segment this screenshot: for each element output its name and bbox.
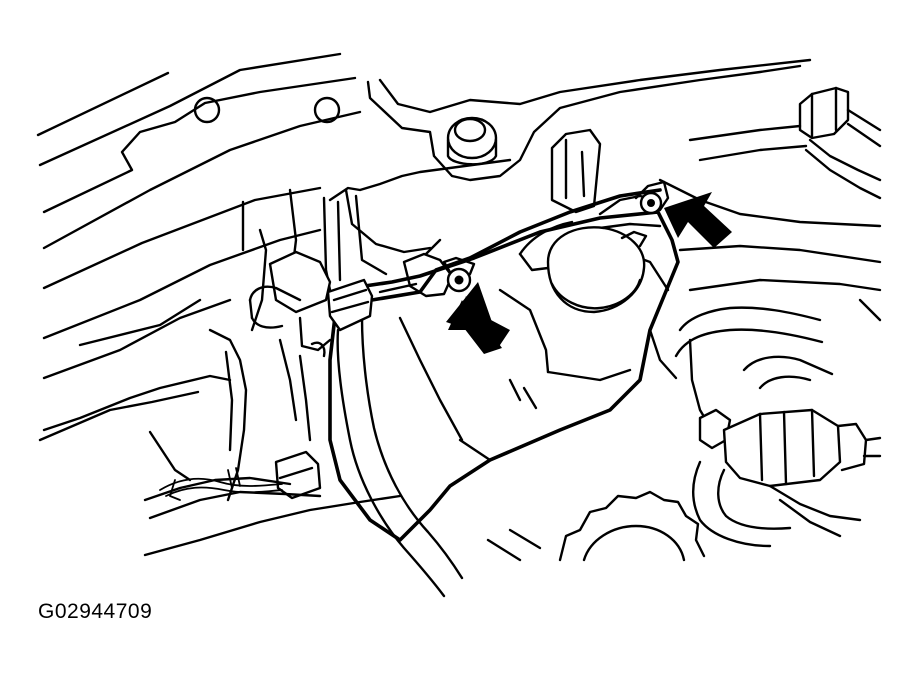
lower-left-structure (143, 430, 402, 557)
right-tubes (648, 306, 882, 548)
bolt-front-left (442, 256, 476, 293)
left-inner-panel (38, 188, 298, 502)
figure-code-label: G02944709 (38, 600, 153, 623)
body-panel-lines (36, 52, 362, 380)
upper-bracket (366, 58, 812, 214)
hose-joint (248, 250, 332, 442)
right-body-lines (678, 244, 882, 322)
left-hose (326, 278, 464, 598)
filler-cap (518, 220, 648, 314)
arrow-up-left-icon (446, 282, 510, 354)
arrow-down-left-icon (664, 192, 732, 248)
bolt-rear-right (634, 180, 670, 215)
mounting-bolts (442, 180, 670, 293)
lower-cap (486, 490, 706, 562)
upper-right-clip (658, 86, 882, 228)
reservoir-tank (322, 158, 680, 542)
